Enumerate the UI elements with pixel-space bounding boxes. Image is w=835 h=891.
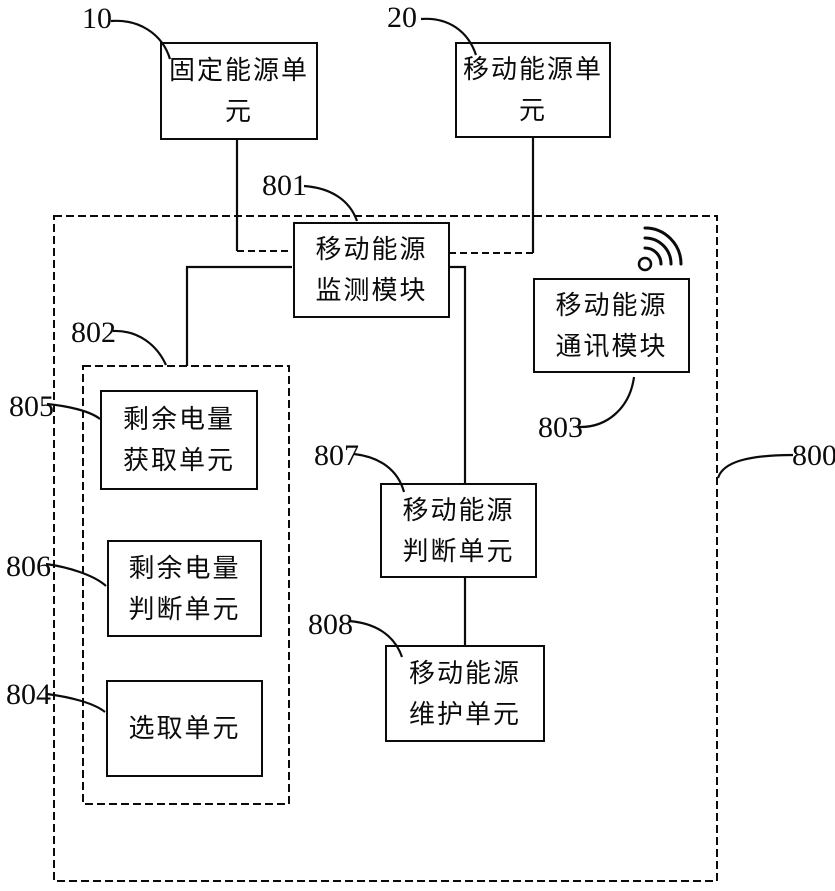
- leader-800: [718, 455, 793, 478]
- node-soc-judge-unit-line1: 剩余电量: [128, 553, 241, 583]
- node-soc-acquire-unit: 剩余电量 获取单元: [100, 390, 258, 490]
- leader-803: [578, 377, 634, 427]
- edge-monitor-to-judge: [449, 267, 465, 484]
- node-comm-module-line2: 通讯模块: [555, 331, 668, 361]
- node-monitor-module: 移动能源 监测模块: [293, 222, 450, 318]
- node-comm-module: 移动能源 通讯模块: [533, 278, 690, 373]
- wireless-arc-2: [645, 238, 671, 264]
- node-maintain-unit: 移动能源 维护单元: [385, 645, 545, 742]
- ref-label-806: 806: [6, 550, 51, 583]
- node-soc-acquire-unit-line2: 获取单元: [122, 446, 235, 475]
- leader-806: [46, 564, 106, 586]
- wireless-source-dot: [639, 258, 651, 270]
- node-mobile-judge-unit-line1: 移动能源: [402, 495, 515, 525]
- node-maintain-unit-line2: 维护单元: [408, 699, 521, 729]
- ref-label-801: 801: [262, 169, 307, 202]
- ref-label-808: 808: [308, 608, 353, 641]
- ref-label-800: 800: [792, 439, 835, 472]
- ref-label-803: 803: [538, 411, 583, 444]
- ref-label-802: 802: [71, 316, 116, 349]
- ref-label-804: 804: [6, 678, 51, 711]
- ref-label-10: 10: [82, 2, 112, 35]
- node-select-unit: 选取单元: [106, 680, 263, 777]
- node-comm-module-line1: 移动能源: [555, 290, 668, 320]
- node-fixed-energy-unit: 固定能源单元: [160, 42, 318, 140]
- leader-802: [113, 331, 166, 365]
- node-mobile-energy-unit: 移动能源单元: [455, 42, 611, 138]
- node-monitor-module-line1: 移动能源: [315, 235, 428, 264]
- edge-monitor-to-group: [187, 267, 292, 366]
- node-soc-acquire-unit-line1: 剩余电量: [122, 405, 235, 434]
- node-soc-judge-unit-line2: 判断单元: [128, 594, 241, 624]
- ref-label-805: 805: [9, 390, 54, 423]
- ref-label-807: 807: [314, 439, 359, 472]
- leader-801: [304, 186, 357, 221]
- ref-label-20: 20: [387, 1, 417, 34]
- leader-804: [47, 694, 105, 712]
- leader-805: [47, 404, 100, 419]
- node-select-unit-label: 选取单元: [128, 714, 241, 743]
- wireless-arc-3: [645, 228, 681, 264]
- node-soc-judge-unit: 剩余电量 判断单元: [107, 540, 262, 637]
- node-fixed-energy-unit-label: 固定能源单元: [168, 56, 309, 126]
- node-monitor-module-line2: 监测模块: [315, 276, 428, 305]
- wireless-arc-1: [645, 248, 661, 264]
- node-mobile-judge-unit: 移动能源 判断单元: [380, 483, 537, 578]
- wireless-signal-icon: [639, 228, 681, 270]
- node-mobile-judge-unit-line2: 判断单元: [402, 536, 515, 566]
- node-mobile-energy-unit-label: 移动能源单元: [462, 55, 603, 125]
- node-maintain-unit-line1: 移动能源: [408, 658, 521, 688]
